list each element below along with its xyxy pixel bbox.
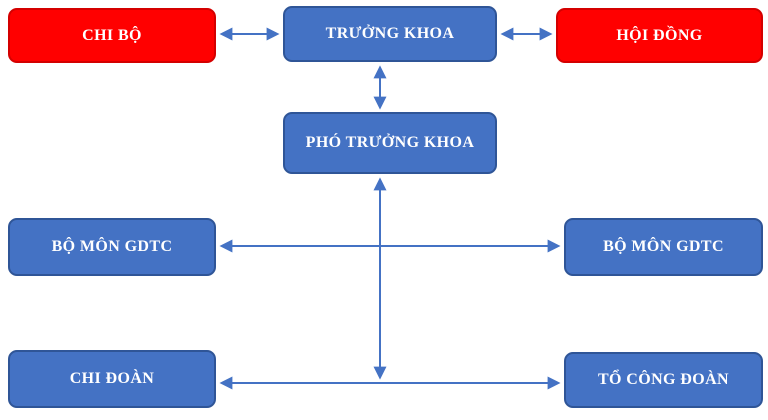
- node-bo-mon-gdtc-left-label: BỘ MÔN GDTC: [51, 238, 173, 256]
- node-hoi-dong: HỘI ĐỒNG: [556, 8, 763, 63]
- node-pho-truong-khoa-label: PHÓ TRƯỞNG KHOA: [305, 134, 475, 152]
- node-to-cong-doan-label: TỔ CÔNG ĐOÀN: [597, 371, 730, 389]
- node-chi-bo: CHI BỘ: [8, 8, 216, 63]
- node-to-cong-doan: TỔ CÔNG ĐOÀN: [564, 352, 763, 408]
- node-chi-doan-label: CHI ĐOÀN: [69, 370, 155, 388]
- node-pho-truong-khoa: PHÓ TRƯỞNG KHOA: [283, 112, 497, 174]
- node-hoi-dong-label: HỘI ĐỒNG: [616, 26, 703, 44]
- node-bo-mon-gdtc-right-label: BỘ MÔN GDTC: [603, 238, 724, 256]
- node-truong-khoa-label: TRƯỞNG KHOA: [325, 25, 455, 43]
- node-chi-bo-label: CHI BỘ: [82, 26, 142, 44]
- node-truong-khoa: TRƯỞNG KHOA: [283, 6, 497, 62]
- node-chi-doan: CHI ĐOÀN: [8, 350, 216, 408]
- node-bo-mon-gdtc-right: BỘ MÔN GDTC: [564, 218, 763, 276]
- node-bo-mon-gdtc-left: BỘ MÔN GDTC: [8, 218, 216, 276]
